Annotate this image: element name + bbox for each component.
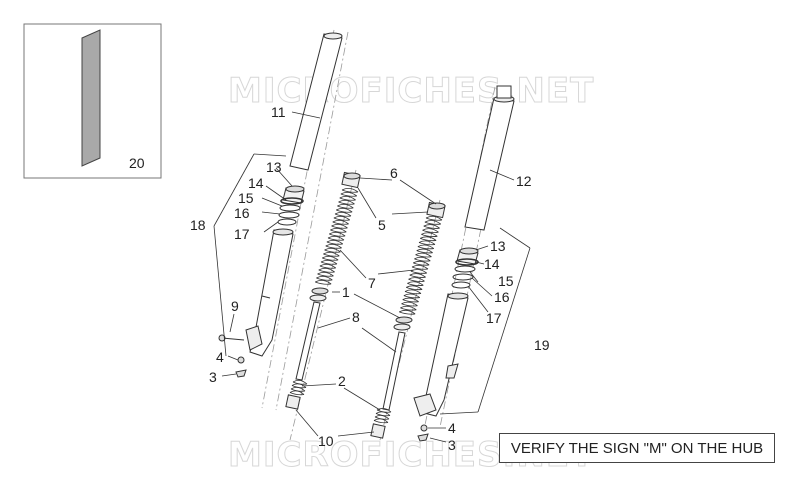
spring-coil bbox=[404, 289, 422, 295]
spring-coil bbox=[330, 228, 347, 233]
spring-coil bbox=[339, 196, 356, 201]
spring-coil bbox=[341, 188, 359, 193]
callout-4-right: 4 bbox=[448, 420, 456, 436]
decal-strip-part bbox=[81, 29, 101, 167]
callout-13-right: 13 bbox=[490, 238, 506, 254]
callout-7: 7 bbox=[368, 275, 376, 291]
callout-17-right: 17 bbox=[486, 310, 502, 326]
spring-coil bbox=[326, 240, 344, 245]
spring-coil bbox=[417, 244, 435, 250]
spring-coil bbox=[416, 248, 433, 254]
spring-coil bbox=[407, 281, 424, 286]
spring-coil bbox=[318, 268, 335, 273]
callout-12: 12 bbox=[516, 173, 532, 189]
spring-coil bbox=[425, 216, 443, 221]
spring-coil bbox=[316, 276, 333, 281]
spring-coil bbox=[414, 256, 431, 262]
callout-15-left: 15 bbox=[238, 190, 254, 206]
watermark-top: MICROFICHES.NET bbox=[228, 71, 594, 111]
spring-coil bbox=[401, 301, 418, 307]
spring-coil bbox=[373, 418, 389, 424]
callout-18: 18 bbox=[190, 217, 206, 233]
spring-coil bbox=[423, 224, 440, 229]
callout-16-right: 16 bbox=[494, 289, 510, 305]
spring-coil bbox=[415, 252, 432, 258]
spring-coil bbox=[337, 204, 354, 209]
spring-coil bbox=[421, 232, 438, 237]
spring-coil bbox=[405, 285, 423, 291]
spring-coil bbox=[289, 390, 305, 396]
spring-coil bbox=[327, 236, 345, 241]
callout-3-right: 3 bbox=[448, 437, 456, 453]
spring-left bbox=[314, 188, 359, 285]
spring-coil bbox=[334, 212, 352, 217]
spring-coil bbox=[418, 240, 436, 246]
spring-coil bbox=[419, 236, 437, 242]
spring-coil bbox=[424, 220, 442, 225]
right-fork-assembly bbox=[413, 85, 515, 442]
spring-coil bbox=[320, 260, 338, 265]
spring-coil bbox=[292, 380, 308, 385]
part-20-inset: 20 bbox=[23, 23, 162, 179]
spring-coil bbox=[340, 192, 358, 197]
callout-17-left: 17 bbox=[234, 226, 250, 242]
left-fork-assembly bbox=[218, 32, 343, 378]
spring-coil bbox=[317, 272, 334, 277]
spring-coil bbox=[411, 265, 429, 270]
callout-5: 5 bbox=[378, 217, 386, 233]
callout-1: 1 bbox=[342, 284, 350, 300]
spring-coil bbox=[332, 220, 349, 225]
callout-8: 8 bbox=[352, 309, 360, 325]
callout-13-left: 13 bbox=[266, 159, 282, 175]
callout-4-left: 4 bbox=[216, 349, 224, 365]
spring-coil bbox=[321, 256, 339, 261]
spring-coil bbox=[400, 305, 417, 311]
callout-16-left: 16 bbox=[234, 205, 250, 221]
callout-3-left: 3 bbox=[209, 369, 217, 385]
spring-coil bbox=[412, 260, 430, 266]
callout-labels: 11 12 13 14 15 16 17 18 9 4 3 6 5 7 1 8 … bbox=[190, 104, 550, 453]
spring-assembly bbox=[285, 171, 446, 439]
callout-6: 6 bbox=[390, 165, 398, 181]
callout-10: 10 bbox=[318, 433, 334, 449]
spring-coil bbox=[409, 273, 426, 278]
leader-lines bbox=[213, 111, 531, 443]
spring-coil bbox=[338, 200, 355, 205]
callout-15-right: 15 bbox=[498, 273, 514, 289]
spring-coil bbox=[402, 297, 419, 303]
spring-coil bbox=[331, 224, 348, 229]
spring-coil bbox=[335, 208, 353, 213]
callout-2: 2 bbox=[338, 373, 346, 389]
spring-coil bbox=[422, 228, 439, 233]
spring-coil bbox=[403, 293, 421, 299]
spring-coil bbox=[314, 280, 332, 285]
callout-20: 20 bbox=[129, 155, 145, 171]
verify-hub-note: VERIFY THE SIGN "M" ON THE HUB bbox=[499, 433, 775, 463]
spring-coil bbox=[325, 244, 342, 249]
spring-coil bbox=[333, 216, 351, 221]
spring-coil bbox=[323, 252, 340, 257]
spring-coil bbox=[319, 264, 337, 269]
callout-11: 11 bbox=[271, 104, 286, 120]
spring-coil bbox=[328, 232, 346, 237]
spring-coil bbox=[324, 248, 341, 253]
callout-9: 9 bbox=[231, 298, 239, 314]
callout-14-right: 14 bbox=[484, 256, 500, 272]
callout-19: 19 bbox=[534, 337, 550, 353]
spring-right bbox=[398, 216, 443, 315]
spring-coil bbox=[408, 277, 425, 282]
spring-coil bbox=[398, 309, 416, 315]
callout-14-left: 14 bbox=[248, 175, 264, 191]
